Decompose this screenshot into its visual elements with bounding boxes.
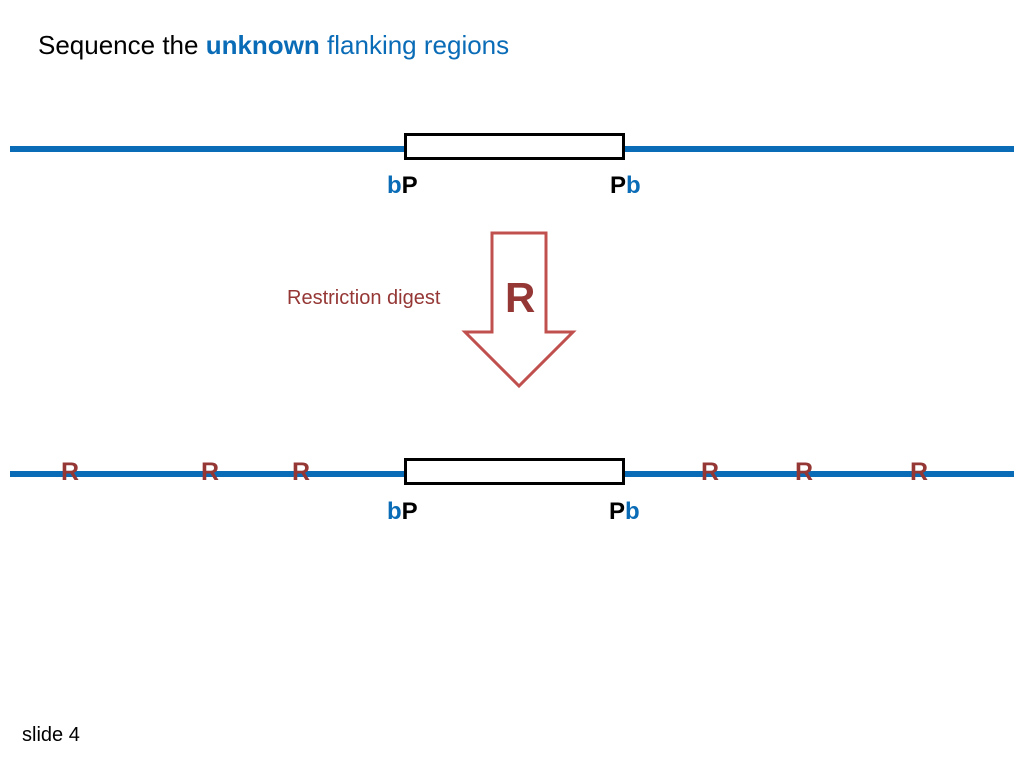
top-right-label: Pb [610, 172, 641, 200]
restriction-site-5: R [795, 458, 814, 486]
bottom-dna-left-flank [10, 471, 406, 477]
slide-title: Sequence the unknown flanking regions [38, 30, 509, 61]
top-right-label-b: b [626, 172, 641, 199]
slide-number: slide 4 [22, 724, 80, 746]
top-left-label-b: b [387, 172, 402, 199]
restriction-digest-label: Restriction digest [287, 287, 441, 309]
enzyme-label: R [505, 274, 536, 321]
bottom-right-label-p: P [609, 498, 626, 525]
down-arrow-icon [461, 231, 577, 389]
top-dna-left-flank [10, 146, 406, 152]
bottom-dna-right-flank [622, 471, 1014, 477]
title-prefix: Sequence the [38, 30, 206, 60]
bottom-left-label-b: b [387, 498, 402, 525]
title-bold-word: unknown [205, 30, 320, 60]
bottom-left-label: bP [387, 498, 418, 526]
restriction-site-1: R [61, 458, 80, 486]
restriction-site-2: R [201, 458, 220, 486]
bottom-left-label-p: P [401, 498, 418, 525]
top-left-label-p: P [401, 172, 418, 199]
restriction-site-4: R [701, 458, 720, 486]
restriction-site-3: R [292, 458, 311, 486]
top-right-label-p: P [610, 172, 627, 199]
top-insert-box [404, 133, 625, 160]
top-left-label: bP [387, 172, 418, 200]
restriction-site-6: R [910, 458, 929, 486]
bottom-insert-box [404, 458, 625, 485]
top-dna-right-flank [622, 146, 1014, 152]
bottom-right-label: Pb [609, 498, 640, 526]
bottom-right-label-b: b [625, 498, 640, 525]
title-suffix: flanking regions [319, 30, 510, 60]
